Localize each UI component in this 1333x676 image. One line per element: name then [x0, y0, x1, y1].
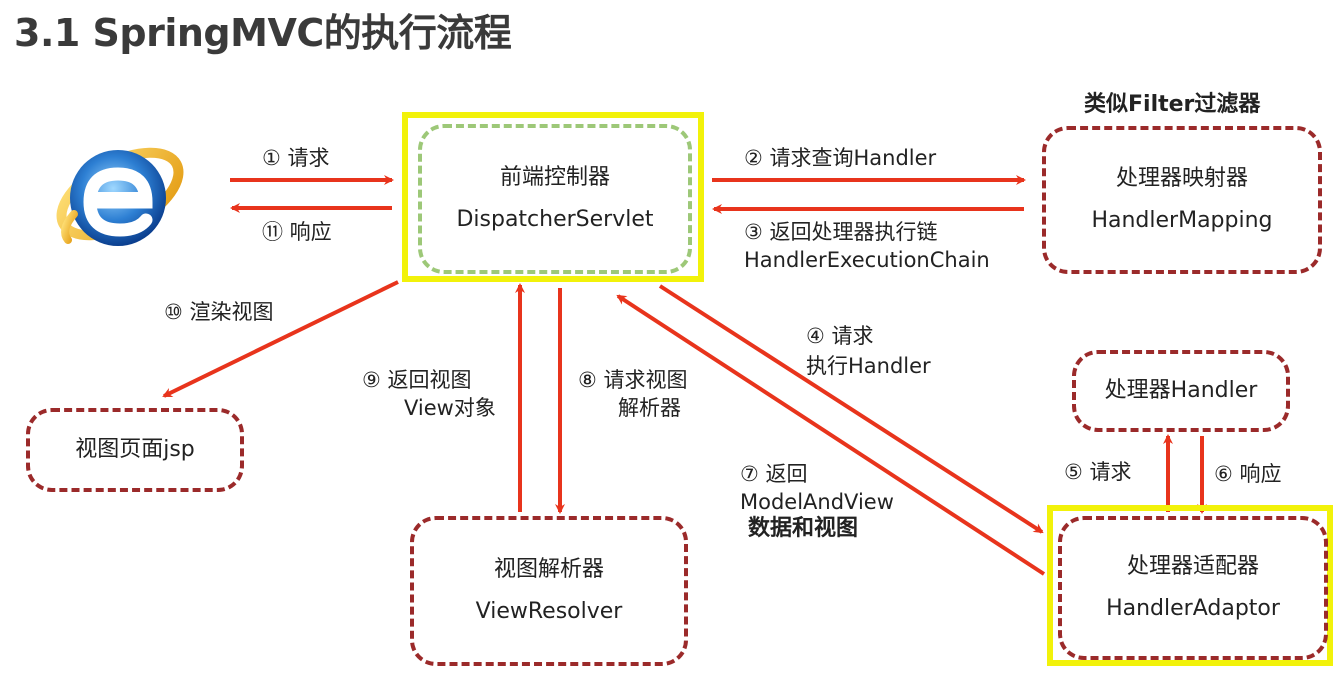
label-step-4b: 执行Handler — [806, 354, 931, 378]
label-step-7b: ModelAndView — [740, 490, 894, 514]
label-step-11: ⑪ 响应 — [262, 220, 332, 244]
label-step-3a: ③ 返回处理器执行链 — [744, 220, 938, 244]
handler-adaptor-box[interactable]: 处理器适配器 HandlerAdaptor — [1058, 516, 1328, 660]
view-page-jsp-box[interactable]: 视图页面jsp — [26, 408, 244, 492]
label-step-7c: 数据和视图 — [748, 516, 859, 541]
label-step-9b: View对象 — [404, 396, 496, 420]
adaptor-line2: HandlerAdaptor — [1106, 596, 1280, 621]
handler-line1: 处理器Handler — [1104, 378, 1258, 404]
label-step-8a: ⑧ 请求视图 — [578, 368, 688, 392]
jsp-line1: 视图页面jsp — [75, 437, 195, 463]
label-step-6: ⑥ 响应 — [1214, 462, 1282, 486]
label-step-5: ⑤ 请求 — [1064, 460, 1132, 484]
dispatcher-servlet-box[interactable]: 前端控制器 DispatcherServlet — [418, 124, 692, 274]
handler-box[interactable]: 处理器Handler — [1072, 350, 1290, 432]
label-step-7a: ⑦ 返回 — [740, 462, 808, 486]
arrow-4-execute-handler — [658, 284, 1044, 534]
label-step-2: ② 请求查询Handler — [744, 146, 937, 170]
label-step-10: ⑩ 渲染视图 — [164, 300, 274, 324]
dispatcher-line1: 前端控制器 — [499, 165, 610, 191]
dispatcher-line2: DispatcherServlet — [456, 207, 654, 232]
adaptor-highlight — [1047, 505, 1333, 666]
label-step-8b: 解析器 — [618, 396, 681, 420]
handler-mapping-box[interactable]: 处理器映射器 HandlerMapping — [1042, 126, 1322, 274]
label-step-1: ① 请求 — [262, 146, 330, 170]
resolver-line1: 视图解析器 — [493, 557, 604, 583]
adaptor-line1: 处理器适配器 — [1126, 554, 1259, 580]
mapping-line2: HandlerMapping — [1091, 208, 1273, 233]
mapping-line1: 处理器映射器 — [1115, 166, 1248, 192]
view-resolver-box[interactable]: 视图解析器 ViewResolver — [410, 516, 688, 666]
resolver-line2: ViewResolver — [475, 599, 623, 624]
label-step-9a: ⑨ 返回视图 — [362, 368, 472, 392]
note-filter: 类似Filter过滤器 — [1084, 92, 1261, 117]
label-step-4a: ④ 请求 — [806, 324, 874, 348]
dispatcher-highlight — [402, 112, 704, 282]
internet-explorer-logo-icon — [38, 122, 198, 266]
arrow-7-return-mav — [616, 294, 1046, 576]
page-title: 3.1 SpringMVC的执行流程 — [14, 11, 512, 55]
label-step-3b: HandlerExecutionChain — [744, 248, 990, 272]
arrow-10-render-view — [162, 280, 399, 398]
